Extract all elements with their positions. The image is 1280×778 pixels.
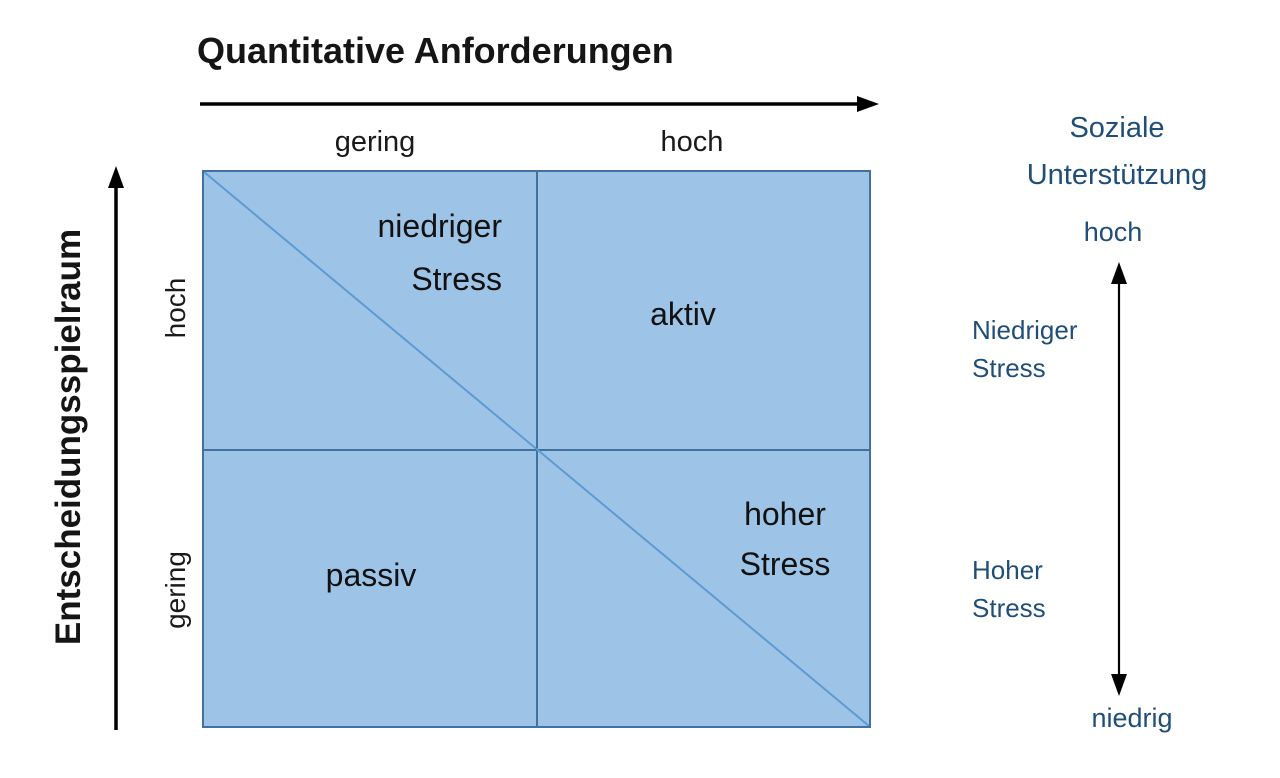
quadrant-low-stress: niedriger Stress xyxy=(377,208,502,297)
x-axis-arrow-icon xyxy=(200,96,879,112)
y-axis-label-gering: gering xyxy=(160,551,191,629)
matrix-diagonal-line xyxy=(204,172,869,726)
social-support-arrow-icon xyxy=(1111,262,1127,696)
social-support-low-stress-label: Niedriger Stress xyxy=(972,315,1078,383)
y-axis-title: Entscheidungsspielraum xyxy=(49,228,88,646)
x-axis-title: Quantitative Anforderungen xyxy=(197,30,674,71)
x-axis-label-gering: gering xyxy=(334,126,416,158)
social-support-high-stress-label: Hoher Stress xyxy=(972,555,1046,623)
x-axis-label-hoch: hoch xyxy=(660,126,724,158)
quadrant-matrix: niedriger Stress aktiv passiv hoher Stre… xyxy=(202,170,871,728)
quadrant-passive: passiv xyxy=(325,557,417,593)
quadrant-high-stress: hoher Stress xyxy=(739,496,831,582)
quadrant-active: aktiv xyxy=(650,296,716,332)
social-support-title: Soziale Unterstützung xyxy=(1026,112,1208,191)
social-support-label-niedrig: niedrig xyxy=(1091,703,1173,733)
y-axis-label-hoch: hoch xyxy=(160,277,191,339)
social-support-label-hoch: hoch xyxy=(1083,217,1143,247)
y-axis-arrow-icon xyxy=(108,166,124,730)
